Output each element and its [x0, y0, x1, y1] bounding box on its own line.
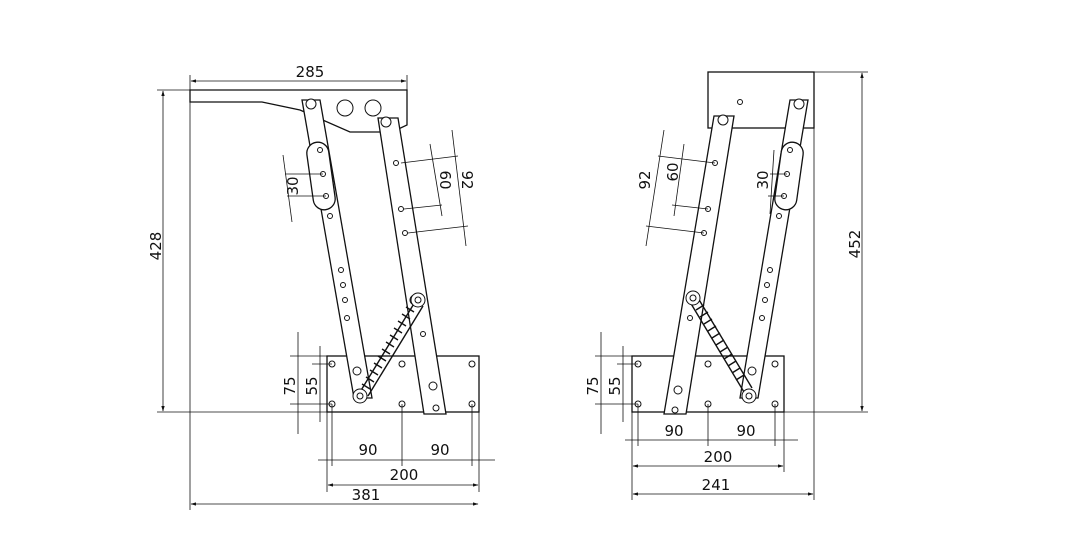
left-arm-hole [393, 160, 399, 166]
dim-left-pitch-inner: 60 [436, 170, 454, 189]
dim-left-height: 428 [147, 232, 165, 261]
dim-left-top-width: 285 [296, 63, 325, 81]
left-arm-hole [398, 206, 404, 212]
right-base-hole [704, 360, 712, 368]
right-plate-hole [737, 99, 743, 105]
right-arm-hole [776, 213, 782, 219]
right-mechanism: 452 92 60 30 75 55 90 90 200 [584, 71, 868, 500]
left-base-hole [468, 360, 476, 368]
left-arm-hole [338, 267, 344, 273]
dim-right-hole-spacing: 30 [754, 170, 772, 189]
dim-left-base-inner: 55 [303, 376, 321, 395]
dim-right-base-outer: 75 [584, 376, 602, 395]
dim-left-pitch-outer: 92 [458, 170, 476, 189]
left-base-hole [398, 360, 406, 368]
left-arm-hole [327, 213, 333, 219]
dim-left-base-width: 200 [390, 466, 419, 484]
left-arm-hole [340, 282, 346, 288]
left-arm-pivot [305, 98, 317, 110]
left-arm-hole [428, 381, 438, 391]
right-base-hole [771, 360, 779, 368]
dim-right-pitch-outer: 92 [636, 170, 654, 189]
right-arm-hole [762, 297, 768, 303]
right-link-hole [787, 147, 793, 153]
right-arm-a [663, 115, 735, 415]
dim-left-base-left: 90 [358, 441, 377, 459]
dim-right-base-inner: 55 [606, 376, 624, 395]
left-arm-hole [420, 331, 426, 337]
right-arm-hole [747, 366, 757, 376]
dim-left-base-right: 90 [430, 441, 449, 459]
right-arm-hole [767, 267, 773, 273]
left-link-hole [317, 147, 323, 153]
left-arm-hole [432, 404, 440, 412]
right-arm-hole [673, 385, 683, 395]
dim-right-height: 452 [846, 230, 864, 259]
right-arm-pivot [717, 114, 729, 126]
left-mechanism: 285 428 30 60 92 75 55 90 90 [147, 63, 495, 510]
left-spring [352, 292, 426, 404]
right-arm-hole [759, 315, 765, 321]
left-arm-hole [402, 230, 408, 236]
dim-right-base-left: 90 [664, 422, 683, 440]
dim-right-total-width: 241 [702, 476, 731, 494]
right-arm-hole [687, 315, 693, 321]
dim-left-base-outer: 75 [281, 376, 299, 395]
right-arm-hole [671, 406, 679, 414]
dim-left-hole-spacing: 30 [284, 176, 302, 195]
dim-right-base-width: 200 [704, 448, 733, 466]
right-spring [685, 290, 757, 404]
left-arm-b [377, 117, 447, 415]
left-arm-hole [352, 366, 362, 376]
dim-left-total-width: 381 [352, 486, 381, 504]
dim-right-base-right: 90 [736, 422, 755, 440]
left-arm-pivot [380, 116, 392, 128]
left-arm-hole [344, 315, 350, 321]
left-plate-hole [336, 99, 354, 117]
left-top-plate [189, 89, 408, 133]
right-arm-pivot [793, 98, 805, 110]
left-plate-hole [364, 99, 382, 117]
right-arm-hole [764, 282, 770, 288]
left-arm-hole [342, 297, 348, 303]
dim-right-pitch-inner: 60 [664, 162, 682, 181]
